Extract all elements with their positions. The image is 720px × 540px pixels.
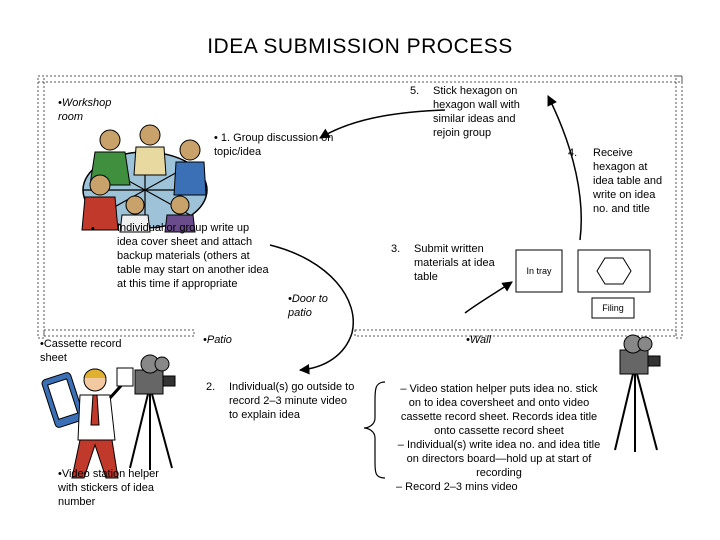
individual-write-label: Individual or group write up idea cover … bbox=[117, 222, 269, 290]
in-tray-box bbox=[515, 249, 563, 293]
video-camera-icon bbox=[614, 334, 661, 452]
brace bbox=[363, 381, 386, 479]
step5-text: Stick hexagon on hexagon wall with simil… bbox=[433, 85, 520, 139]
arrow-step3-to-tray bbox=[464, 281, 513, 314]
door-to-patio-label: •Door to patio bbox=[288, 293, 328, 319]
video-camera-icon bbox=[129, 354, 176, 470]
cassette-record-label: •Cassette record sheet bbox=[40, 338, 122, 364]
video-list: – Video station helper puts idea no. sti… bbox=[396, 382, 602, 494]
step4-text: Receive hexagon at idea table and write … bbox=[593, 147, 663, 215]
video-helper-label: •Video station helper with stickers of i… bbox=[58, 468, 159, 508]
individual-bullet: • bbox=[91, 223, 95, 235]
filing-box bbox=[591, 297, 635, 319]
step2-number: 2. bbox=[206, 381, 216, 393]
wall-label: •Wall bbox=[466, 334, 492, 346]
step3-text: Submit written materials at idea table bbox=[414, 243, 495, 283]
page-title: IDEA SUBMISSION PROCESS bbox=[207, 35, 513, 58]
workshop-room-label: •Workshop room bbox=[58, 97, 112, 123]
filing-label: Filing bbox=[602, 303, 624, 313]
step2-text: Individual(s) go outside to record 2–3 m… bbox=[229, 381, 355, 421]
in-tray-label: In tray bbox=[526, 266, 552, 276]
video-list-item: – Individual(s) write idea no. and idea … bbox=[397, 439, 601, 479]
hexagon-icon bbox=[596, 257, 632, 285]
step3-number: 3. bbox=[391, 243, 401, 255]
video-list-item: – Record 2–3 mins video bbox=[396, 481, 518, 493]
meeting-clipart-icon bbox=[81, 124, 208, 233]
group-discussion-label: • 1. Group discussion on topic/idea bbox=[214, 132, 334, 158]
arrow-to-patio bbox=[269, 244, 354, 375]
person-clipboard-icon bbox=[41, 367, 134, 479]
arrow-step5-to-group bbox=[319, 109, 446, 139]
step5-number: 5. bbox=[410, 85, 420, 97]
video-list-item: – Video station helper puts idea no. sti… bbox=[400, 383, 598, 437]
room-border bbox=[37, 75, 683, 339]
arrow-step4-to-step5 bbox=[547, 95, 582, 241]
patio-label: •Patio bbox=[203, 334, 232, 346]
step4-number: 4. bbox=[568, 147, 578, 159]
